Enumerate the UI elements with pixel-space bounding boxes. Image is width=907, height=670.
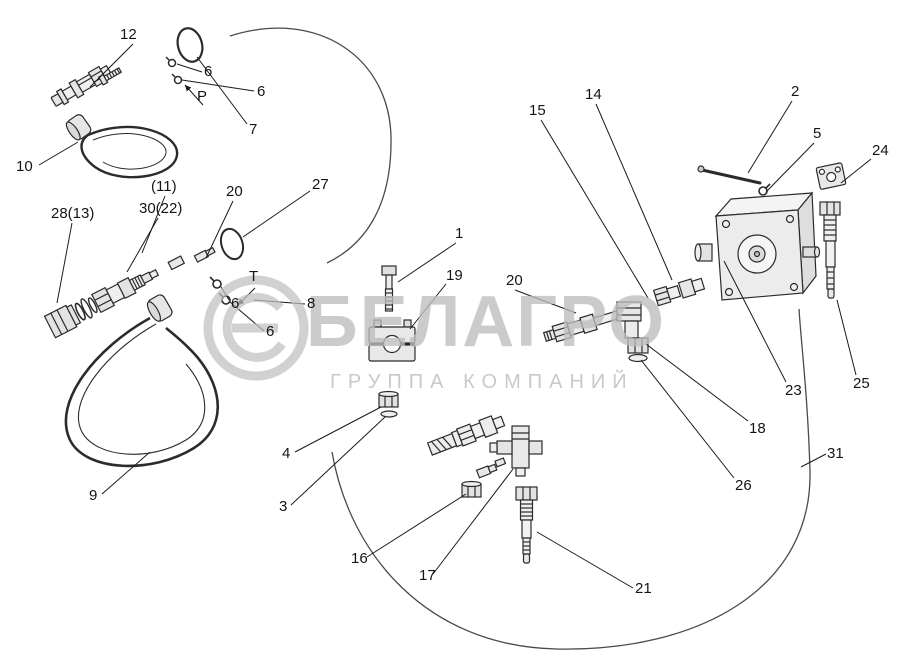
callout-28-13: 28(13): [51, 205, 95, 222]
callout-27: 27: [312, 176, 329, 193]
fitting-25: [819, 201, 841, 299]
hose-routing-curves: [229, 27, 811, 650]
tee-18-nut-26: [616, 301, 649, 363]
leader-lines: [38, 43, 872, 589]
callout-12: 12: [120, 26, 137, 43]
callout-20-b: 20: [506, 272, 523, 289]
watermark-subtitle: ГРУППА КОМПАНИЙ: [330, 371, 634, 393]
callout-15: 15: [529, 102, 546, 119]
callout-10: 10: [16, 158, 33, 175]
callout-6-a: 6: [204, 63, 213, 80]
socket-assembly-left-ends: [167, 246, 216, 271]
hose-fitting-center: [426, 415, 506, 456]
couplings-14-15: [652, 277, 706, 307]
o-ring-27: [219, 227, 245, 261]
callout-1: 1: [455, 225, 464, 242]
callout-31: 31: [827, 445, 844, 462]
callout-8: 8: [307, 295, 316, 312]
callout-6-d: 6: [266, 323, 275, 340]
pin-2: [697, 165, 762, 185]
callout-7: 7: [249, 121, 258, 138]
callout-4: 4: [282, 445, 291, 462]
callout-24: 24: [872, 142, 889, 159]
callout-19: 19: [446, 267, 463, 284]
clips-6-top: [165, 56, 183, 85]
nut-16: [461, 480, 482, 498]
callout-6-b: 6: [257, 83, 266, 100]
dust-cap-9: [64, 294, 219, 468]
callout-30-22: 30(22): [139, 200, 183, 217]
callout-port-t: T: [249, 268, 259, 285]
socket-assembly-left: [43, 269, 160, 339]
callout-25: 25: [853, 375, 870, 392]
callout-21: 21: [635, 580, 652, 597]
watermark-logo-icon: [203, 275, 309, 381]
clamp-19: [368, 319, 416, 362]
fitting-chain-right: [542, 309, 622, 343]
tee-fitting-17: [489, 425, 543, 477]
dust-cap-10: [65, 114, 179, 179]
callout-23: 23: [785, 382, 802, 399]
callout-18: 18: [749, 420, 766, 437]
coupling-12: [50, 64, 113, 107]
callout-port-p: P: [197, 88, 208, 105]
callout-2: 2: [791, 83, 800, 100]
bolt-1: [381, 265, 397, 312]
small-fittings-16: [475, 457, 507, 479]
pump-block: [694, 191, 821, 301]
watermark-title: БЕЛАГРО: [306, 282, 667, 362]
nut-4: [378, 390, 399, 408]
snap-ring-7: [176, 27, 204, 63]
callout-5: 5: [813, 125, 822, 142]
callout-26: 26: [735, 477, 752, 494]
callout-14: 14: [585, 86, 602, 103]
bracket-24: [815, 162, 847, 190]
fitting-21: [515, 486, 538, 564]
callout-17: 17: [419, 567, 436, 584]
callout-20-a: 20: [226, 183, 243, 200]
callout-11: (11): [151, 178, 177, 195]
washer-3: [380, 410, 398, 418]
callout-6-c: 6: [231, 295, 240, 312]
callout-3: 3: [279, 498, 288, 515]
callout-9: 9: [89, 487, 98, 504]
callout-16: 16: [351, 550, 368, 567]
